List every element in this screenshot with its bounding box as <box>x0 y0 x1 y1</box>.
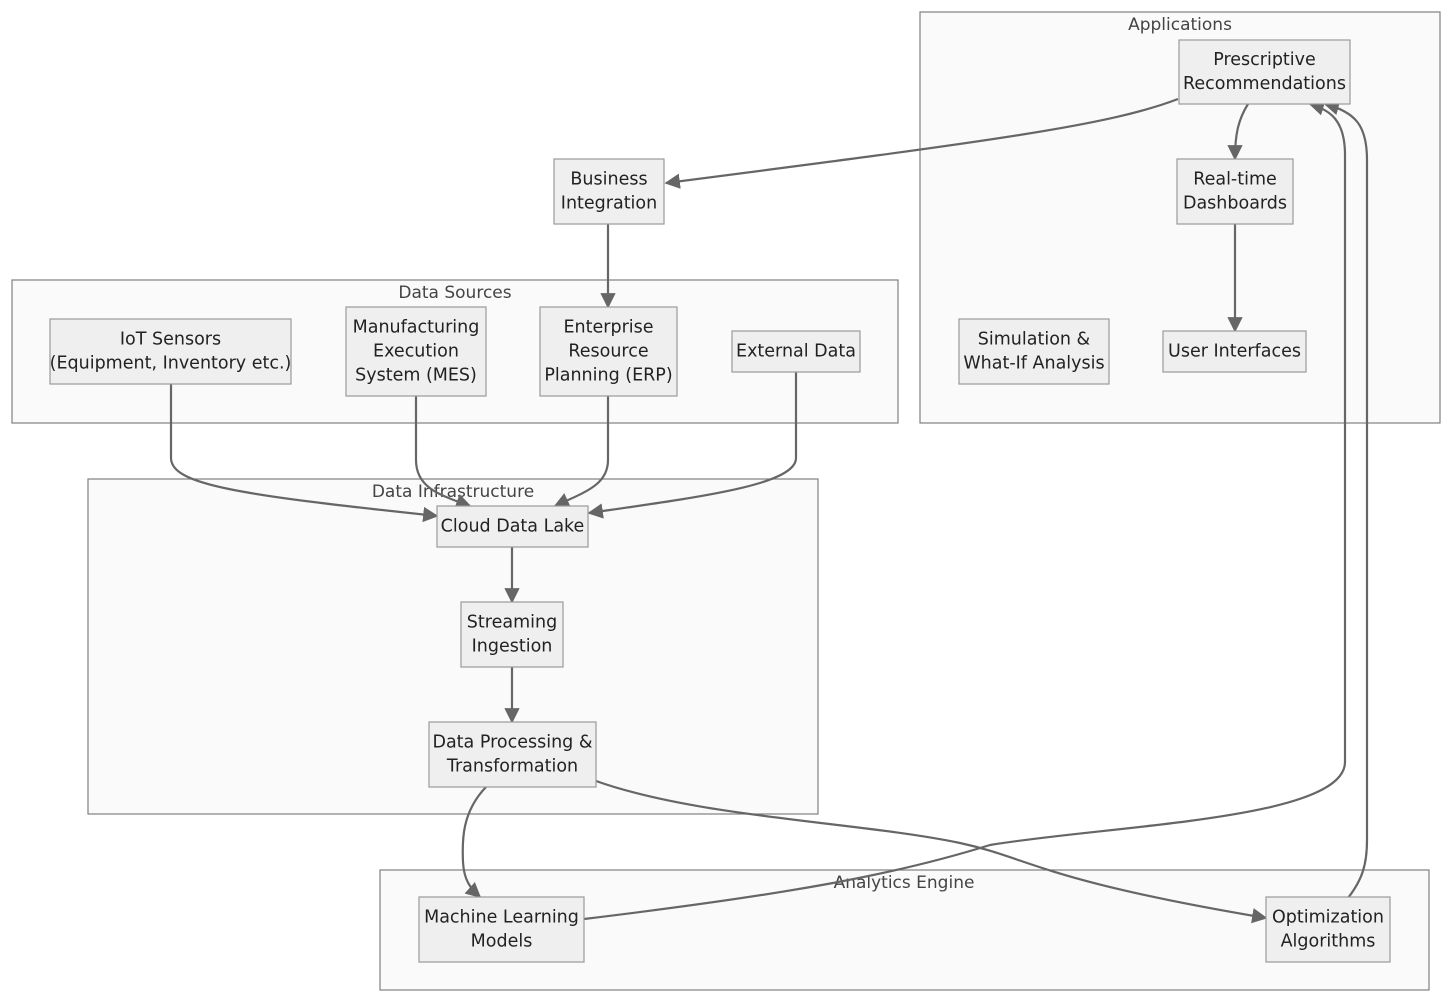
node-cloud-data-lake: Cloud Data Lake <box>436 505 589 548</box>
node-streaming-ingestion-label-line: Ingestion <box>472 637 553 657</box>
node-iot-sensors-label-line: (Equipment, Inventory etc.) <box>50 354 292 374</box>
cluster-title-analytics-engine: Analytics Engine <box>834 873 975 893</box>
node-simulation-what-if-label-line: What-If Analysis <box>963 354 1104 374</box>
node-ml-models-label-line: Models <box>471 932 533 952</box>
node-data-processing: Data Processing & Transformation <box>428 721 597 788</box>
edge-external-to-cloud <box>587 372 798 519</box>
node-prescriptive-recommendations-label-line: Prescriptive <box>1213 50 1316 70</box>
node-data-processing-label-line: Transformation <box>446 757 578 777</box>
node-erp-label-line: Resource <box>568 342 648 362</box>
edge-prescriptive-to-realtime <box>1227 103 1249 161</box>
node-iot-sensors: IoT Sensors (Equipment, Inventory etc.) <box>49 318 292 385</box>
edge-processing-to-optimization <box>595 779 1268 924</box>
node-external-data-label-line: External Data <box>736 342 856 362</box>
edges <box>169 97 1369 924</box>
node-ml-models-label-line: Machine Learning <box>424 908 579 928</box>
edge-processing-to-ml <box>461 786 487 899</box>
edge-optimization-to-prescriptive <box>1323 100 1369 899</box>
node-user-interfaces-label-line: User Interfaces <box>1168 342 1301 362</box>
node-business-integration-label-line: Business <box>570 170 647 190</box>
cluster-title-applications: Applications <box>1128 15 1232 35</box>
node-simulation-what-if-label-line: Simulation & <box>978 330 1091 350</box>
node-prescriptive-recommendations-label-line: Recommendations <box>1183 74 1346 94</box>
node-realtime-dashboards-label-line: Dashboards <box>1183 194 1287 214</box>
node-erp-label-line: Enterprise <box>563 318 653 338</box>
edge-erp-to-cloud <box>553 396 610 508</box>
cluster-title-data-sources: Data Sources <box>398 283 511 303</box>
node-user-interfaces: User Interfaces <box>1162 330 1307 373</box>
node-realtime-dashboards-label-line: Real-time <box>1193 170 1277 190</box>
node-data-processing-label-line: Data Processing & <box>432 733 592 753</box>
cluster-analytics-engine: Analytics Engine <box>379 869 1430 991</box>
node-optimization-algorithms-label-line: Algorithms <box>1281 932 1376 952</box>
node-mes-label-line: Execution <box>373 342 459 362</box>
node-mes-label-line: Manufacturing <box>353 318 480 338</box>
node-simulation-what-if: Simulation & What-If Analysis <box>958 318 1110 385</box>
node-external-data: External Data <box>731 330 861 373</box>
edge-prescriptive-to-business <box>664 97 1179 189</box>
edge-ml-to-prescriptive <box>583 100 1347 921</box>
cluster-title-data-infrastructure: Data Infrastructure <box>372 482 534 502</box>
edge-mes-to-cloud <box>414 396 472 509</box>
node-cloud-data-lake-label-line: Cloud Data Lake <box>441 517 585 537</box>
node-streaming-ingestion-label-line: Streaming <box>467 613 557 633</box>
node-optimization-algorithms-label-line: Optimization <box>1272 908 1384 928</box>
node-mes-label-line: System (MES) <box>355 366 477 386</box>
edge-iot-to-cloud <box>169 384 439 523</box>
node-business-integration-label-line: Integration <box>561 194 657 214</box>
node-erp-label-line: Planning (ERP) <box>544 366 672 386</box>
node-iot-sensors-label-line: IoT Sensors <box>120 330 221 350</box>
